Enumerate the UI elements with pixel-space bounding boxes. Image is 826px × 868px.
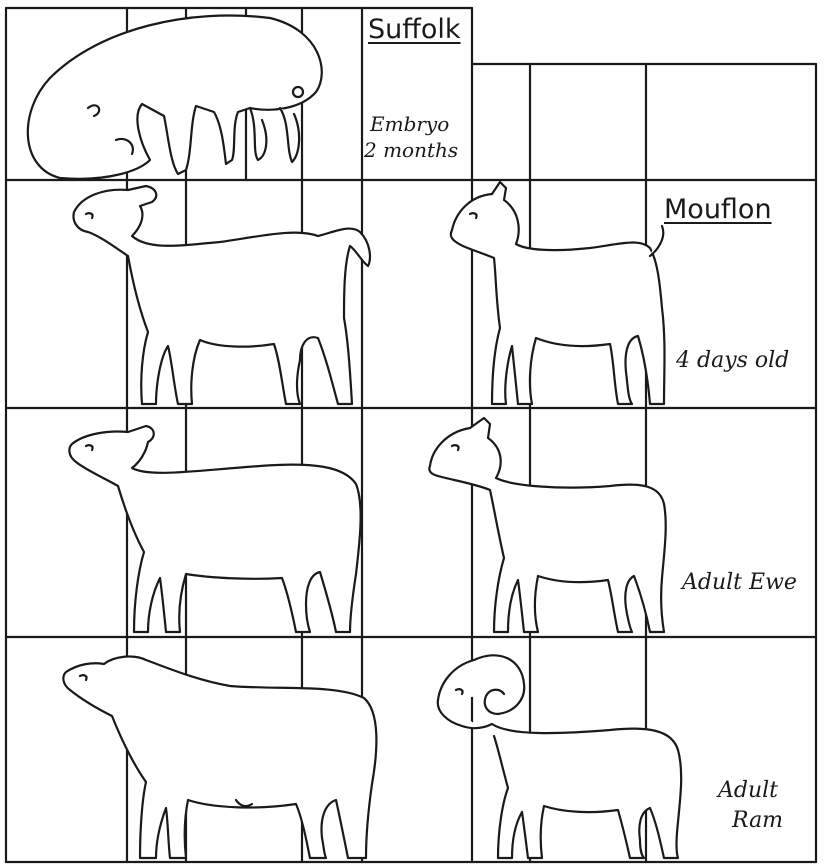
- adult-ram-label-line1: Adult: [718, 778, 778, 803]
- adult-ewe-label: Adult Ewe: [682, 570, 797, 595]
- suffolk-ewe-drawing: [69, 426, 360, 632]
- four-days-old-label: 4 days old: [676, 348, 789, 373]
- suffolk-ram-drawing: [63, 657, 376, 858]
- suffolk-heading: Suffolk: [368, 14, 461, 45]
- embryo-label-line2: 2 months: [364, 138, 458, 162]
- mouflon-lamb-drawing: [451, 182, 665, 404]
- mouflon-ram-drawing: [438, 655, 681, 858]
- embryo-label-line1: Embryo: [370, 112, 449, 136]
- adult-ram-label-line2: Ram: [732, 808, 783, 833]
- suffolk-lamb-drawing: [74, 186, 370, 404]
- embryo-drawing: [28, 16, 322, 179]
- mouflon-heading: Mouflon: [664, 194, 772, 225]
- mouflon-ewe-drawing: [429, 418, 665, 632]
